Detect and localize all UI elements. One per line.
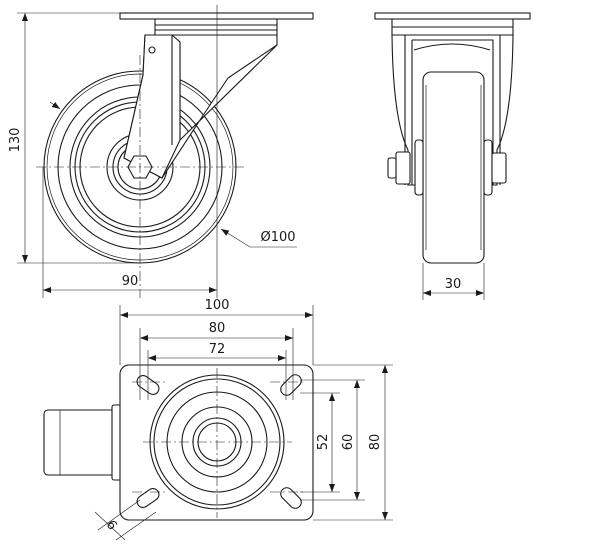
mounting-plate [119, 12, 314, 20]
top-view: 100 80 72 80 60 52 9 [43, 298, 393, 541]
bolt-spacing-v-inner-label: 52 [316, 434, 331, 451]
side-mounting-plate [374, 12, 531, 20]
fork-leg [123, 34, 181, 179]
slot-width-label: 9 [105, 516, 122, 531]
bolt-spacing-outer-label: 80 [209, 321, 226, 336]
front-view: 130 90 Ø100 [8, 5, 314, 298]
bolt-spacing-v-outer-label: 60 [341, 434, 356, 451]
diameter-leader [220, 228, 297, 248]
grease-nipple [148, 46, 156, 54]
side-wheel [422, 71, 485, 264]
plate-width-label: 80 [368, 434, 383, 451]
plate-length-label: 100 [205, 298, 230, 313]
mounting-slots [136, 374, 302, 509]
swivel-race [154, 19, 278, 36]
bolt-spacing-inner-label: 72 [209, 342, 226, 357]
offset-label: 90 [122, 274, 139, 289]
height-label: 130 [8, 128, 23, 153]
width-label: 30 [445, 277, 462, 292]
side-nut-left [395, 151, 411, 185]
side-nut-right [491, 152, 507, 184]
top-wheel [43, 409, 121, 476]
diameter-label: Ø100 [260, 230, 295, 245]
side-view: 30 [374, 12, 531, 300]
